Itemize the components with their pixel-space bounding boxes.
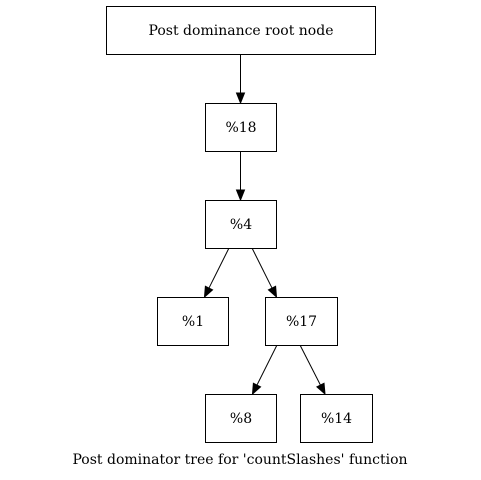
edge-n17-to-n8 — [251, 344, 278, 396]
node-n4: %4 — [205, 200, 277, 249]
edge-line — [251, 247, 273, 289]
node-box — [205, 200, 277, 249]
edge-line — [208, 247, 230, 289]
node-box — [157, 297, 229, 346]
nodes-layer: Post dominance root node %18 %4 %1 %17 %8 %14 — [106, 6, 376, 443]
node-box — [265, 297, 338, 346]
edge-line — [299, 344, 321, 386]
node-box — [300, 394, 373, 443]
arrowhead — [251, 382, 262, 396]
diagram-caption: Post dominator tree for 'countSlashes' f… — [72, 452, 407, 468]
edge-n4-to-n1 — [203, 247, 230, 299]
node-label: %14 — [321, 411, 352, 427]
node-n1: %1 — [157, 297, 229, 346]
node-n18: %18 — [205, 103, 277, 152]
edge-line — [256, 344, 278, 386]
node-root: Post dominance root node — [106, 6, 376, 55]
arrowhead — [203, 285, 214, 299]
node-n17: %17 — [265, 297, 338, 346]
edge-n18-to-n4 — [235, 151, 246, 202]
node-box — [205, 394, 277, 443]
node-box — [205, 103, 277, 152]
node-label: %18 — [225, 120, 256, 136]
node-label: %8 — [230, 411, 252, 427]
node-n8: %8 — [205, 394, 277, 443]
node-label: %1 — [182, 314, 204, 330]
edge-n4-to-n17 — [251, 247, 278, 299]
node-label: %17 — [286, 314, 317, 330]
edge-n17-to-n14 — [299, 344, 326, 396]
arrowhead — [235, 92, 246, 105]
edges-layer — [203, 54, 326, 396]
node-box — [106, 6, 376, 55]
node-n14: %14 — [300, 394, 373, 443]
node-label: Post dominance root node — [149, 23, 334, 39]
edge-root-to-n18 — [235, 54, 246, 105]
arrowhead — [235, 189, 246, 202]
arrowhead — [267, 285, 278, 299]
arrowhead — [316, 382, 326, 396]
node-label: %4 — [230, 217, 252, 233]
